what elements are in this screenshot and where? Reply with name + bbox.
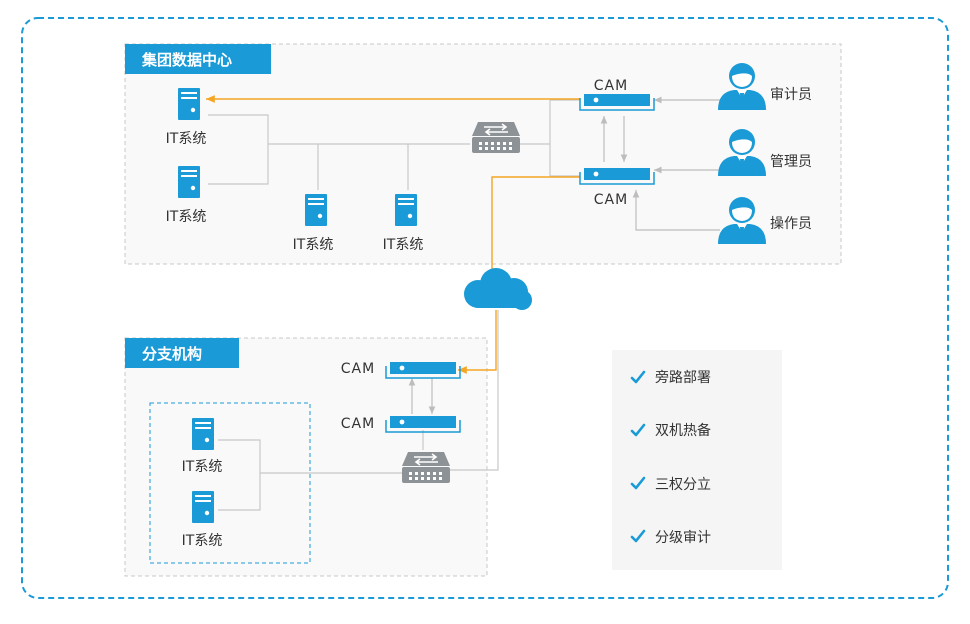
server-icon xyxy=(305,194,327,226)
cam-label: CAM xyxy=(594,78,628,94)
branch-title-bg xyxy=(125,338,239,368)
feature-label: 旁路部署 xyxy=(655,369,711,386)
headquarters-section xyxy=(124,43,842,265)
orange-links xyxy=(206,95,580,374)
it-system-label: IT系统 xyxy=(383,237,424,253)
role-label: 操作员 xyxy=(770,216,812,232)
it-system-label: IT系统 xyxy=(182,459,223,475)
server-icon xyxy=(192,491,214,523)
role-label: 审计员 xyxy=(770,87,812,103)
switch-icon xyxy=(401,451,451,484)
feature-label: 分级审计 xyxy=(655,530,711,546)
server-icon xyxy=(395,194,417,226)
server-icon xyxy=(192,418,214,450)
branch-it-group xyxy=(149,402,311,564)
server-icon xyxy=(178,88,200,120)
role-label: 管理员 xyxy=(770,154,812,170)
headquarters-title-bg xyxy=(125,44,271,74)
switch-icon xyxy=(471,121,521,154)
feature-label: 双机热备 xyxy=(655,422,711,439)
headquarters-title: 集团数据中心 xyxy=(141,51,232,69)
hq-links xyxy=(208,99,580,190)
gray-arrows xyxy=(408,96,720,414)
branch-links xyxy=(218,310,499,511)
feature-panel xyxy=(612,350,782,570)
it-system-label: IT系统 xyxy=(293,237,334,253)
it-system-label: IT系统 xyxy=(182,533,223,549)
branch-title: 分支机构 xyxy=(142,345,202,363)
cam-label: CAM xyxy=(341,416,375,432)
cam-label: CAM xyxy=(594,192,628,208)
outer-frame xyxy=(21,17,949,599)
it-system-label: IT系统 xyxy=(166,131,207,147)
cam-label: CAM xyxy=(341,361,375,377)
feature-label: 三权分立 xyxy=(655,477,711,493)
cloud-icon xyxy=(464,268,532,310)
server-icon xyxy=(178,166,200,198)
it-system-label: IT系统 xyxy=(166,209,207,225)
